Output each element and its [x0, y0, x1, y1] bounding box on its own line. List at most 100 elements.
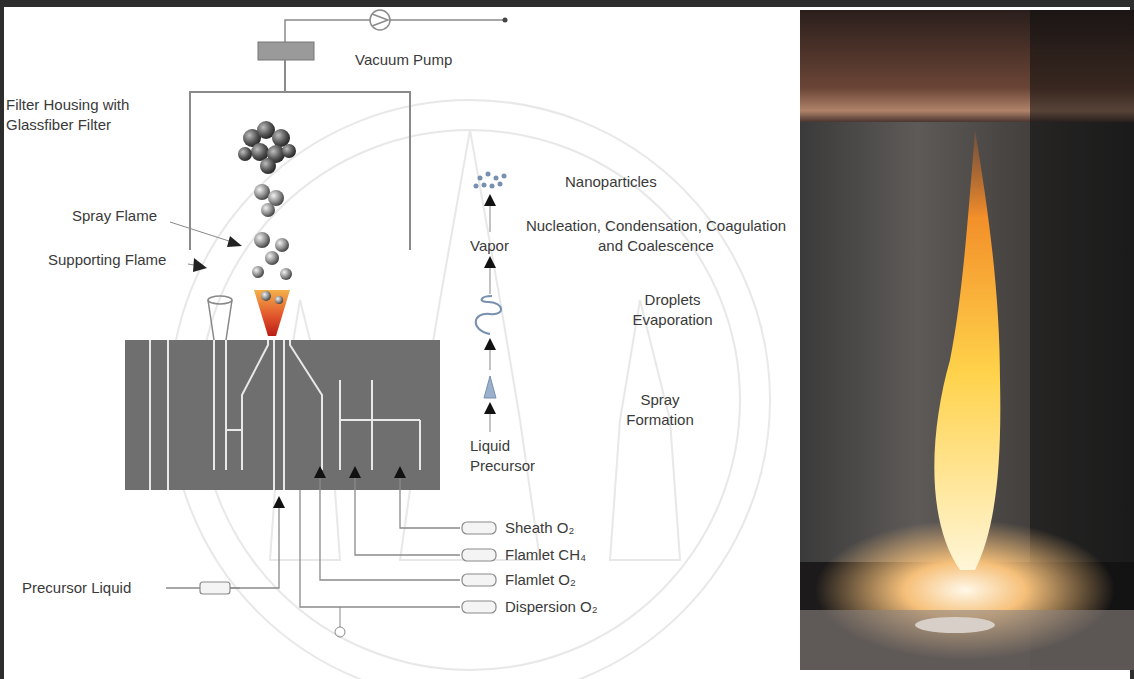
dot [486, 172, 491, 177]
support-tube [208, 296, 232, 304]
part-label: Spray Flame [72, 206, 157, 226]
nanoparticle-dots [474, 172, 507, 189]
stage-label: Droplets Evaporation [610, 290, 735, 331]
precursor-line [166, 508, 279, 588]
line-end-dot [503, 18, 508, 23]
flow-meter [462, 574, 496, 586]
gas-label: Flamlet CH₄ [505, 545, 586, 565]
flame-photo [800, 10, 1134, 670]
pipe [285, 20, 370, 45]
column-line [489, 412, 490, 432]
gas-label: Flamlet O₂ [505, 570, 576, 590]
dot [478, 176, 483, 181]
stage-label: Spray Formation [618, 390, 702, 431]
flow-meter [462, 601, 496, 613]
spray-cone [254, 290, 290, 336]
arrowhead [273, 496, 285, 508]
arrowhead [484, 194, 496, 206]
particle [261, 203, 275, 217]
process-column [474, 172, 507, 433]
arrowhead [484, 256, 496, 268]
particle [265, 251, 279, 265]
flame-particles [252, 184, 292, 336]
flow-meter [462, 522, 496, 534]
page-border [0, 0, 4, 679]
o2-line [320, 478, 460, 580]
channel [149, 340, 151, 490]
part-label: Supporting Flame [48, 250, 166, 270]
particle [252, 266, 264, 278]
flow-meter [462, 549, 496, 561]
channel [214, 340, 226, 470]
particle [261, 291, 271, 301]
channel [274, 340, 284, 490]
particle-aggregate [238, 121, 296, 174]
leader-line [170, 222, 232, 242]
burner-block [125, 340, 440, 490]
dot [502, 174, 507, 179]
syringe [200, 582, 230, 594]
part-label: Filter Housing with Glassfiber Filter [6, 95, 178, 136]
photo-ground [800, 10, 1134, 670]
pump-symbol [372, 14, 388, 26]
particle [254, 184, 270, 200]
particle [280, 268, 292, 280]
channel [226, 429, 242, 431]
support-tube [208, 300, 232, 340]
dot [494, 176, 499, 181]
flame-shape [934, 130, 1000, 570]
spray-icon [484, 376, 496, 398]
arrowhead [314, 466, 326, 478]
syringe [230, 587, 240, 588]
gas-label: Dispersion O₂ [505, 597, 598, 617]
stage-label: Nanoparticles [565, 172, 657, 192]
ch4-line [355, 478, 460, 555]
gas-label: Sheath O₂ [505, 518, 574, 538]
column-line [489, 266, 490, 294]
arrowhead [349, 466, 361, 478]
column-arrowheads [484, 194, 496, 414]
column-line [489, 204, 490, 232]
column-line [489, 348, 490, 370]
page-border [0, 0, 1134, 7]
dot [490, 184, 495, 189]
arrowhead [227, 236, 242, 247]
burner-nozzle [915, 617, 995, 633]
filter-hood [190, 92, 410, 250]
particle [275, 238, 289, 252]
burner-channels [150, 340, 420, 490]
gas-lines [166, 478, 460, 607]
pipe [284, 60, 286, 92]
dot [498, 182, 503, 187]
watermark-spire [610, 300, 680, 560]
gas-inlet-arrows [273, 466, 406, 508]
arrowhead [193, 258, 207, 272]
stage-label: Vapor [470, 236, 509, 256]
syringe-pump [200, 582, 240, 594]
valve-symbol [335, 627, 345, 637]
sheath-line [400, 478, 460, 528]
pump-symbol [370, 10, 390, 30]
stage-label: Nucleation, Condensation, Coagulation an… [525, 216, 787, 257]
pump-label: Vacuum Pump [355, 50, 452, 70]
particle [254, 232, 270, 248]
dispersion-line [300, 490, 460, 607]
vacuum-line [285, 10, 505, 45]
particle [275, 296, 283, 304]
leader-arrows [170, 222, 242, 272]
stage-label: Liquid Precursor [470, 436, 555, 477]
evaporation-swirl [476, 296, 501, 334]
arrowhead [484, 338, 496, 350]
channel [242, 340, 268, 470]
dot [474, 184, 479, 189]
part-label: Precursor Liquid [22, 578, 131, 598]
pipe [340, 607, 341, 627]
arrowhead [484, 402, 496, 414]
channel [167, 340, 169, 490]
arrowhead [394, 466, 406, 478]
dot [482, 183, 487, 188]
filter-housing-top [258, 42, 314, 60]
flow-controllers [462, 522, 496, 613]
particle [238, 147, 252, 161]
